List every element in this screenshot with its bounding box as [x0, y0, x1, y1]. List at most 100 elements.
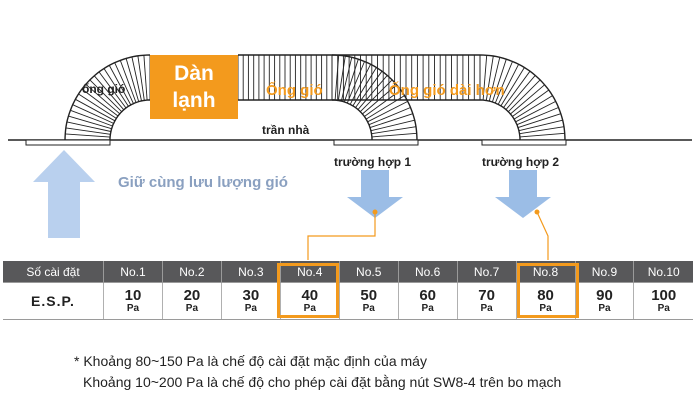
duct-case2-elbow-rib: [518, 119, 563, 132]
ceiling-label: trần nhà: [262, 123, 310, 137]
esp-value: 100: [651, 286, 677, 304]
esp-table: Số cài đặt No.1 No.2 No.3 No.4 No.5 No.6…: [3, 261, 693, 320]
duct-left-elbow-rib: [66, 121, 111, 132]
duct-case2-elbow-rib: [488, 57, 501, 102]
duct-case2-elbow-rib: [516, 107, 559, 126]
esp-value: 30: [242, 286, 260, 304]
duct-left-elbow-rib: [65, 133, 111, 138]
duct-left-elbow-rib: [85, 83, 121, 115]
indoor-unit-box: [150, 55, 238, 119]
case2-label: trường hợp 2: [482, 155, 559, 169]
duct-left-elbow-rib: [125, 58, 140, 102]
duct-case2-elbow-rib: [505, 75, 536, 110]
esp-value: 60: [419, 286, 436, 304]
duct-case1-elbow-rib: [337, 55, 346, 101]
case1-connector-line: [307, 212, 376, 260]
duct-left-elbow-rib: [72, 104, 114, 124]
duct-case1-elbow-rib: [370, 119, 415, 132]
airflow-up-arrow-icon: [33, 150, 95, 238]
case1-down-arrow-icon: [347, 170, 403, 218]
duct-mid-label: Ống gió: [266, 81, 323, 99]
duct-case1-elbow-rib: [357, 75, 388, 110]
duct-left-elbow-rib: [68, 115, 112, 130]
duct-case2-elbow-rib: [500, 67, 525, 107]
setting-no2: No.2: [161, 261, 222, 283]
esp-value: 40: [301, 286, 319, 304]
esp-header: E.S.P.: [3, 282, 104, 320]
duct-case1-elbow-rib: [355, 70, 383, 108]
duct-case2-elbow-rib: [517, 113, 561, 129]
duct-left-elbow-rib: [119, 60, 137, 103]
duct-left-elbow-rib: [98, 71, 127, 109]
esp-value: 20: [183, 286, 201, 304]
duct-case2-elbow-rib: [497, 64, 520, 105]
duct-case1-elbow-rib: [371, 132, 417, 138]
duct-case1-elbow-rib: [367, 100, 408, 123]
duct-left-elbow-rib: [89, 79, 123, 113]
esp-unit: Pa: [598, 302, 611, 314]
duct-case1-elbow-rib: [346, 61, 365, 104]
duct-left-elbow-rib: [81, 88, 119, 117]
case1-label: trường hợp 1: [334, 155, 411, 169]
case2-down-arrow-icon: [495, 170, 551, 218]
setting-no8: No.8: [515, 261, 575, 283]
flexible-ducts: [64, 54, 566, 141]
duct-case2-elbow-rib: [507, 79, 541, 113]
duct-left-elbow-rib: [103, 68, 129, 107]
duct-case1-elbow-rib: [359, 79, 393, 113]
esp-unit: Pa: [244, 302, 257, 314]
duct-left-elbow-rib: [65, 127, 111, 135]
supply-grille-case2: [481, 139, 567, 146]
setting-no9: No.9: [574, 261, 634, 283]
esp-unit: Pa: [480, 302, 493, 314]
setting-no5: No.5: [338, 261, 399, 283]
setting-no1: No.1: [103, 261, 163, 283]
duct-case1-elbow-rib: [371, 126, 417, 135]
setting-no4: No.4: [279, 261, 340, 283]
esp-unit: Pa: [657, 302, 670, 314]
esp-value: 50: [360, 286, 378, 304]
duct-case2-elbow-rib: [482, 55, 488, 101]
duct-left-elbow-rib: [143, 55, 148, 101]
duct-case1-elbow-rib: [334, 55, 340, 101]
esp-unit: Pa: [303, 302, 316, 314]
duct-case1-elbow-rib: [343, 59, 359, 103]
duct-case2-elbow-rib: [503, 70, 531, 108]
setting-no3: No.3: [220, 261, 281, 283]
footnote-default-range: * Khoảng 80~150 Pa là chế độ cài đặt mặc…: [74, 353, 427, 369]
indoor-unit-label-line1: Dàn: [174, 62, 214, 85]
duct-left-elbow-rib: [137, 55, 145, 101]
duct-left-elbow-rib: [131, 56, 142, 101]
supply-grille-case1: [333, 139, 419, 146]
duct-case2-elbow-rib: [494, 61, 513, 104]
setting-number-header: Số cài đặt: [3, 261, 104, 283]
duct-left-elbow-rib: [75, 98, 116, 122]
duct-left-elbow-rib: [78, 93, 117, 119]
duct-diagram: Dàn lạnh ống gió Ống gió Ống gió dài hơn…: [8, 54, 692, 260]
esp-value: 80: [537, 286, 554, 304]
duct-long-label: Ống gió dài hơn: [389, 81, 505, 99]
esp-unit: Pa: [421, 302, 434, 314]
duct-case2-elbow-rib: [515, 100, 556, 123]
setting-no7: No.7: [456, 261, 517, 283]
esp-unit: Pa: [185, 302, 199, 314]
duct-case2-elbow-rib: [491, 59, 507, 103]
duct-case2-elbow-rib: [512, 89, 550, 117]
airflow-label: Giữ cùng lưu lượng gió: [118, 174, 288, 191]
duct-left-label: ống gió: [82, 82, 125, 96]
duct-case2-elbow-rib: [519, 132, 565, 138]
esp-unit: Pa: [539, 302, 552, 314]
duct-case2-elbow-rib: [485, 55, 494, 101]
duct-case2-elbow-rib: [519, 126, 565, 135]
duct-case1-elbow-rib: [368, 107, 411, 126]
supply-grille-left: [25, 139, 111, 146]
setting-no6: No.6: [397, 261, 458, 283]
